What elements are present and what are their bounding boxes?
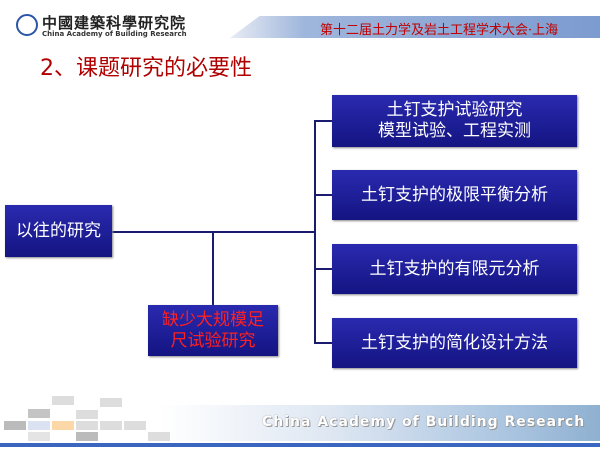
decor-square — [76, 432, 98, 441]
branch-1-line-2: 模型试验、工程实测 — [378, 121, 531, 141]
branch-2-label: 土钉支护的极限平衡分析 — [361, 184, 548, 205]
connector-branch-3 — [314, 268, 332, 270]
connector-branch-1 — [314, 120, 332, 122]
branch-box-2: 土钉支护的极限平衡分析 — [332, 170, 577, 220]
decor-square — [148, 432, 170, 441]
decor-square — [100, 421, 122, 430]
branch-box-3: 土钉支护的有限元分析 — [332, 244, 577, 294]
decor-square — [4, 421, 26, 430]
gap-line-2: 尺试验研究 — [170, 330, 256, 351]
decor-square — [28, 432, 50, 441]
gap-line-1: 缺少大规模足 — [162, 309, 264, 330]
decor-square — [124, 421, 146, 430]
logo-icon — [16, 14, 38, 36]
gap-box: 缺少大规模足 尺试验研究 — [148, 305, 278, 356]
connector-branch-4 — [314, 342, 332, 344]
decor-square — [76, 410, 98, 419]
branch-3-label: 土钉支护的有限元分析 — [369, 258, 540, 279]
decor-square — [28, 409, 50, 418]
logo-chinese: 中國建築科學研究院 — [42, 14, 187, 32]
decor-square — [28, 421, 50, 430]
branch-4-label: 土钉支护的简化设计方法 — [361, 332, 548, 353]
root-box: 以往的研究 — [5, 205, 112, 257]
branch-box-4: 土钉支护的简化设计方法 — [332, 318, 577, 368]
conference-title: 第十二届土力学及岩土工程学术大会·上海 — [320, 23, 559, 38]
connector-gap — [212, 231, 214, 305]
decor-square — [100, 398, 122, 407]
branch-1-line-1: 土钉支护试验研究 — [386, 100, 523, 120]
logo-english: China Academy of Building Research — [42, 30, 187, 38]
decor-square — [76, 421, 98, 430]
decor-square — [52, 396, 74, 405]
root-label: 以往的研究 — [16, 220, 101, 241]
footer-line — [0, 443, 600, 447]
connector-branch-2 — [314, 194, 332, 196]
header-band — [230, 16, 600, 38]
decor-square — [52, 421, 74, 430]
slide-title: 2、课题研究的必要性 — [40, 56, 252, 81]
branch-box-1: 土钉支护试验研究 模型试验、工程实测 — [332, 95, 577, 147]
footer-band — [160, 405, 600, 441]
footer-text: China Academy of Building Research — [262, 414, 586, 430]
connector-trunk — [314, 120, 316, 344]
